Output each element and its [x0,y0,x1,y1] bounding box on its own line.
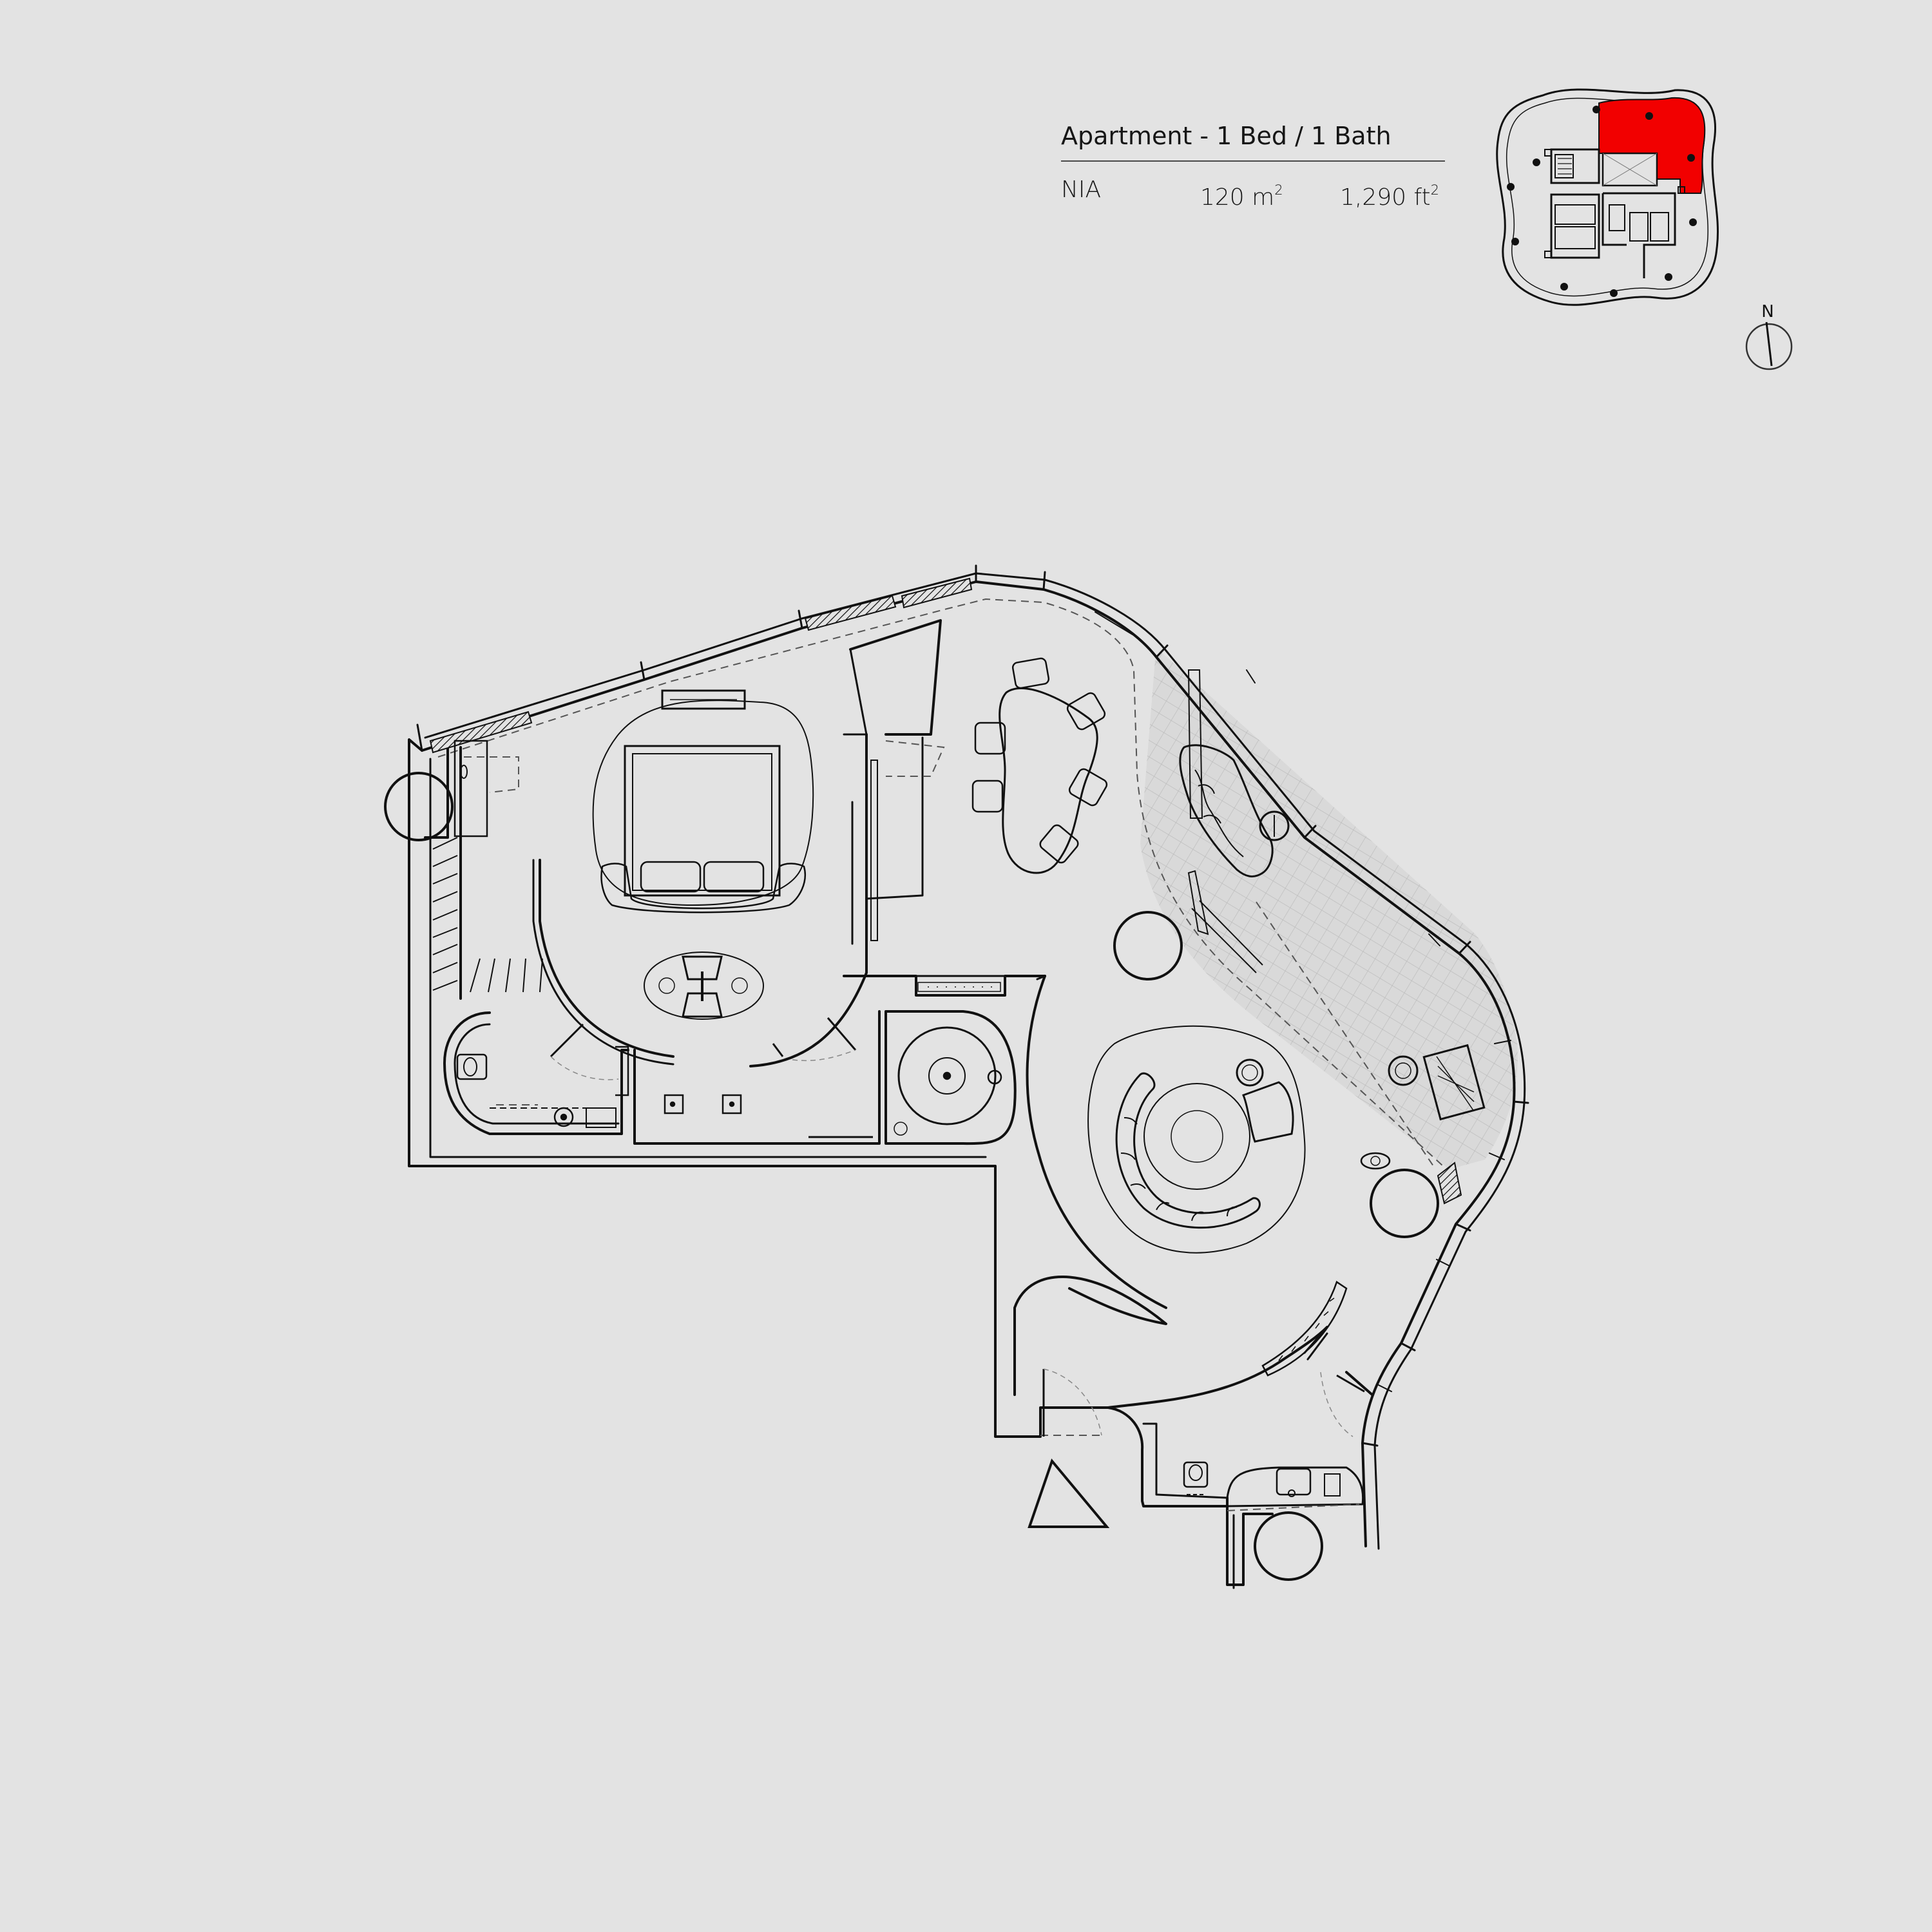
area-metric-exponent: 2 [1274,182,1283,198]
terrace-paved-area [1140,651,1518,1169]
area-imperial-exponent: 2 [1430,182,1440,198]
terrace-daybed [1179,744,1274,877]
toilet [456,1053,488,1080]
compass-icon: N [1745,302,1793,370]
area-metric: 120 m2 [1200,171,1283,217]
area-label: NIA [1061,177,1102,203]
entrance-triangle-icon [1028,1458,1110,1528]
unit-title: Apartment - 1 Bed / 1 Bath [1061,119,1445,162]
bed [624,745,781,897]
area-imperial-value: 1,290 ft [1340,184,1431,211]
hall-curved-wall [1026,975,1167,1309]
dining-table [999,687,1098,874]
utility-drum [897,1026,997,1125]
bedroom-west-wall [408,738,1229,1507]
bedroom-coffee-table [643,951,765,1020]
structural-columns [384,772,1439,1581]
curved-shelf [1261,1281,1348,1377]
area-metric-value: 120 m [1200,184,1275,211]
doors [550,760,1365,1437]
dining-chairs [971,657,1108,864]
sofa [1115,1072,1261,1229]
living-coffee-table [1143,1083,1250,1190]
exterior-wall [421,580,1516,1547]
walls [408,564,1529,1589]
dashed-guides [437,598,1444,1511]
bathroom-wall [443,1011,629,1135]
key-plan-highlighted-unit [1598,97,1706,194]
compass-north-label: N [1761,302,1774,321]
key-plan-icon [1496,88,1719,306]
furniture [432,657,1486,1497]
unit-info-block: Apartment - 1 Bed / 1 Bath NIA 120 m2 1,… [1061,119,1445,211]
living-room-rug [1087,1025,1306,1254]
bedroom-curved-wall [539,733,868,1067]
bedroom-rug [592,700,814,906]
area-row: NIA 120 m2 1,290 ft2 [1061,171,1445,211]
area-imperial: 1,290 ft2 [1340,171,1439,217]
